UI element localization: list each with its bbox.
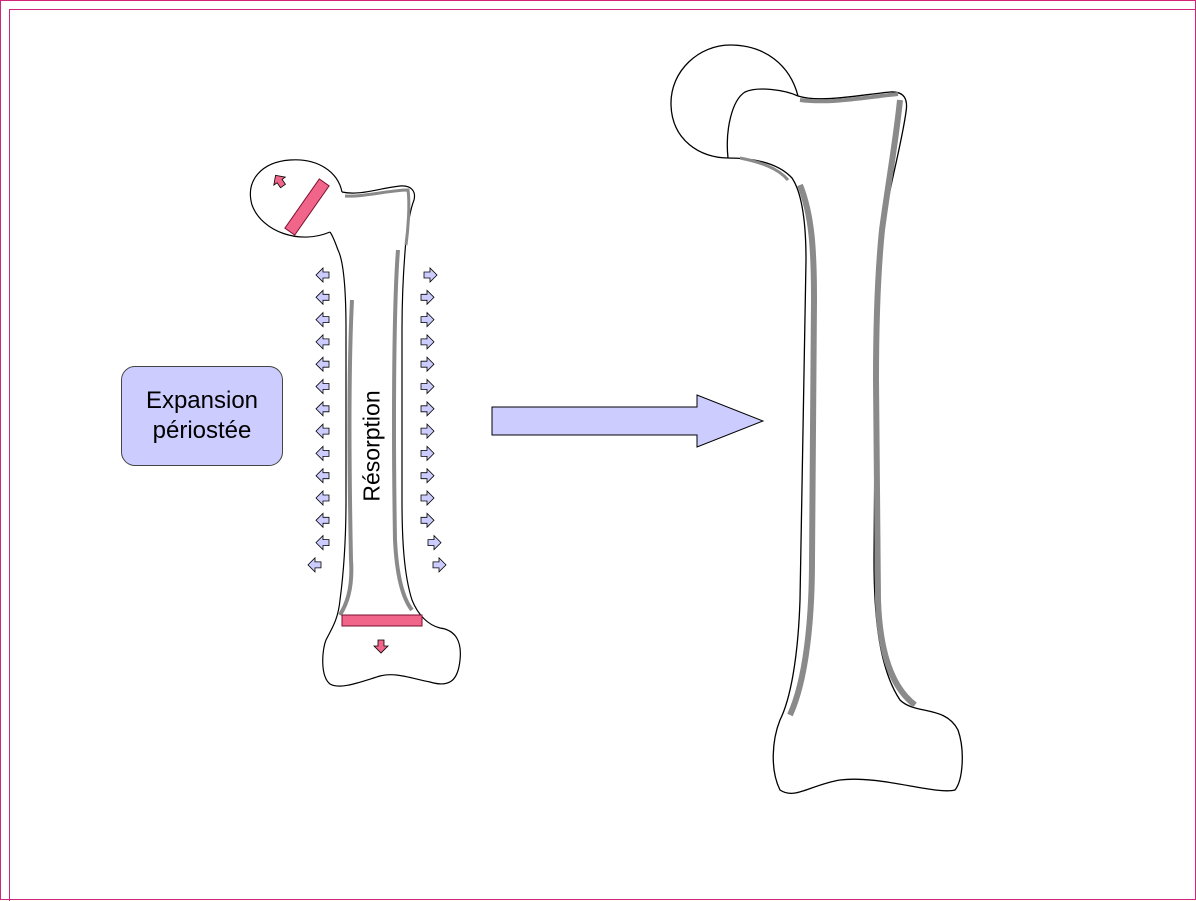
expansion-arrow-left xyxy=(316,513,329,527)
expansion-arrow-right xyxy=(421,313,434,327)
expansion-arrow-left xyxy=(316,268,329,282)
expansion-arrow-left xyxy=(316,290,329,304)
expansion-arrow-right xyxy=(421,290,434,304)
periosteal-expansion-label: Expansion périostée xyxy=(121,366,283,466)
expansion-arrow-left xyxy=(308,558,321,572)
expansion-arrow-left xyxy=(316,357,329,371)
upper-growth-plate xyxy=(285,179,329,235)
adult-femur-cortex-neck xyxy=(800,94,898,101)
resorption-label: Résorption xyxy=(359,390,386,501)
expansion-arrow-left xyxy=(316,446,329,460)
expansion-arrow-right xyxy=(421,380,434,394)
expansion-arrow-right xyxy=(428,536,441,550)
upper-growth-arrow xyxy=(270,171,289,190)
expansion-arrow-left xyxy=(316,380,329,394)
lower-growth-plate xyxy=(342,615,422,626)
expansion-arrow-right xyxy=(421,469,434,483)
lower-growth-arrow xyxy=(374,640,388,653)
transition-arrow xyxy=(492,395,763,447)
young-femur-cortex-top xyxy=(345,190,409,245)
periosteal-arrows-left xyxy=(308,268,329,572)
expansion-arrow-right xyxy=(421,424,434,438)
expansion-arrow-left xyxy=(316,424,329,438)
expansion-arrow-left xyxy=(316,313,329,327)
adult-femur-cortex-right xyxy=(876,100,915,705)
adult-femur-outline xyxy=(728,92,962,793)
expansion-label-line2: périostée xyxy=(146,416,258,446)
adult-femur-head-inner xyxy=(727,89,798,158)
expansion-arrow-right xyxy=(433,558,446,572)
expansion-label-line1: Expansion xyxy=(146,386,258,416)
periosteal-arrows-right xyxy=(421,268,446,572)
expansion-arrow-right xyxy=(421,357,434,371)
expansion-arrow-left xyxy=(316,402,329,416)
adult-femur-head xyxy=(671,45,798,158)
expansion-arrow-right xyxy=(421,402,434,416)
expansion-arrow-right xyxy=(424,268,437,282)
expansion-arrow-right xyxy=(421,335,434,349)
expansion-arrow-left xyxy=(316,491,329,505)
expansion-arrow-left xyxy=(316,536,329,550)
young-femur-cortex-right xyxy=(394,250,412,610)
expansion-arrow-right xyxy=(421,513,434,527)
expansion-arrow-right xyxy=(421,491,434,505)
expansion-arrow-left xyxy=(316,469,329,483)
expansion-arrow-left xyxy=(316,335,329,349)
expansion-arrow-right xyxy=(421,446,434,460)
